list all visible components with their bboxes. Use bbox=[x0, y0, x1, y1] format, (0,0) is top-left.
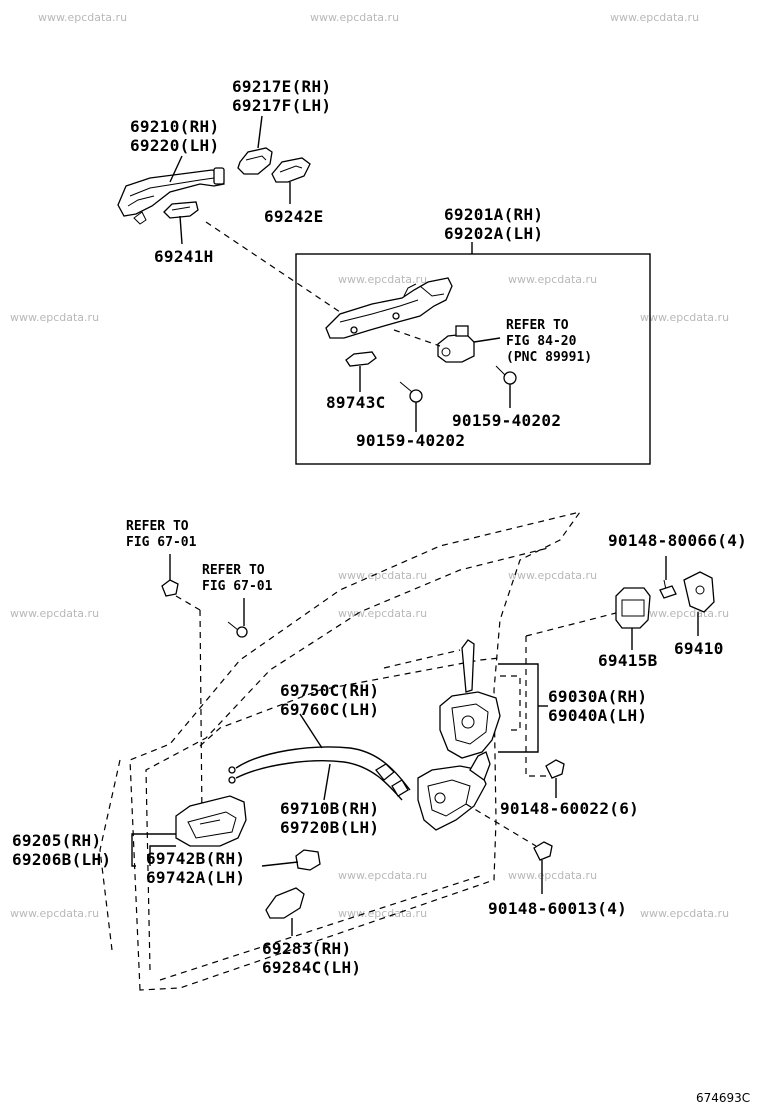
leader-line bbox=[473, 337, 501, 343]
part-label-69283: 69283(RH) bbox=[262, 939, 351, 958]
leader-line bbox=[257, 115, 263, 149]
clip-drawing bbox=[161, 554, 179, 597]
handle-bezel-cap-drawing bbox=[261, 849, 321, 871]
screw-drawing bbox=[659, 556, 677, 599]
refer-note-line1: REFER TO bbox=[202, 563, 265, 578]
part-label-69202a: 69202A(LH) bbox=[444, 224, 543, 243]
part-label-69206b: 69206B(LH) bbox=[12, 850, 111, 869]
diagram-code: 674693C bbox=[696, 1091, 750, 1105]
part-label-69201a: 69201A(RH) bbox=[444, 205, 543, 224]
part-label-69217f: 69217F(LH) bbox=[232, 96, 331, 115]
part-label-69720b: 69720B(LH) bbox=[280, 818, 379, 837]
dashed-leader bbox=[199, 609, 203, 821]
part-label-90148-60022: 90148-60022(6) bbox=[500, 799, 639, 818]
handle-cap-drawing bbox=[237, 147, 273, 175]
screw-drawing bbox=[399, 381, 423, 403]
frame-assembly-box bbox=[295, 253, 651, 465]
watermark: www.epcdata.ru bbox=[338, 607, 427, 620]
screw-drawing bbox=[227, 598, 248, 638]
part-label-69205: 69205(RH) bbox=[12, 831, 101, 850]
handle-frame-drawing bbox=[325, 277, 453, 339]
refer-note-line2: FIG 84-20 bbox=[506, 334, 577, 349]
refer-note-line2: FIG 67-01 bbox=[126, 535, 197, 550]
part-label-69410: 69410 bbox=[674, 639, 724, 658]
striker-drawing bbox=[683, 571, 715, 636]
watermark: www.epcdata.ru bbox=[38, 11, 127, 24]
refer-note-line1: REFER TO bbox=[126, 519, 189, 534]
refer-note-line2: FIG 67-01 bbox=[202, 579, 273, 594]
screw-drawing bbox=[465, 803, 553, 894]
part-label-69415b: 69415B bbox=[598, 651, 658, 670]
part-label-69220: 69220(LH) bbox=[130, 136, 219, 155]
watermark: www.epcdata.ru bbox=[640, 607, 729, 620]
inside-handle-drawing bbox=[175, 795, 247, 847]
handle-pad-front-drawing bbox=[163, 201, 199, 219]
handle-pad-rear-drawing bbox=[271, 157, 311, 183]
part-label-89743c: 89743C bbox=[326, 393, 386, 412]
part-label-90159-right: 90159-40202 bbox=[452, 411, 561, 430]
striker-cover-drawing bbox=[615, 587, 651, 650]
screw-drawing bbox=[545, 759, 565, 798]
refer-note-line3: (PNC 89991) bbox=[506, 350, 592, 365]
part-label-69210: 69210(RH) bbox=[130, 117, 219, 136]
dashed-leader bbox=[205, 221, 341, 313]
screw-drawing bbox=[495, 365, 517, 385]
cable-drawing bbox=[228, 713, 411, 801]
bracket-line bbox=[149, 845, 176, 866]
part-label-69742b: 69742B(RH) bbox=[146, 849, 245, 868]
watermark: www.epcdata.ru bbox=[338, 869, 427, 882]
part-label-69742a: 69742A(LH) bbox=[146, 868, 245, 887]
door-lock-drawing bbox=[417, 639, 501, 831]
watermark: www.epcdata.ru bbox=[338, 273, 427, 286]
bracket-line bbox=[498, 663, 539, 753]
part-label-90148-60013: 90148-60013(4) bbox=[488, 899, 627, 918]
part-label-69030a: 69030A(RH) bbox=[548, 687, 647, 706]
watermark: www.epcdata.ru bbox=[508, 869, 597, 882]
part-label-69284c: 69284C(LH) bbox=[262, 958, 361, 977]
watermark: www.epcdata.ru bbox=[10, 907, 99, 920]
watermark: www.epcdata.ru bbox=[508, 569, 597, 582]
clip-drawing bbox=[345, 351, 377, 367]
part-label-69217e: 69217E(RH) bbox=[232, 77, 331, 96]
watermark: www.epcdata.ru bbox=[310, 11, 399, 24]
part-label-69750c: 69750C(RH) bbox=[280, 681, 379, 700]
bracket-line bbox=[131, 833, 176, 867]
part-label-90148-80066: 90148-80066(4) bbox=[608, 531, 747, 550]
watermark: www.epcdata.ru bbox=[10, 311, 99, 324]
outside-handle-drawing bbox=[117, 167, 225, 225]
part-label-69710b: 69710B(RH) bbox=[280, 799, 379, 818]
watermark: www.epcdata.ru bbox=[338, 569, 427, 582]
door-outline bbox=[99, 511, 621, 991]
watermark: www.epcdata.ru bbox=[640, 311, 729, 324]
refer-note-line1: REFER TO bbox=[506, 318, 569, 333]
part-labels: 69217E(RH) 69217F(LH) 69210(RH) 69220(LH… bbox=[12, 77, 750, 1105]
leader-line bbox=[179, 215, 183, 245]
lock-cylinder-drawing bbox=[437, 325, 475, 363]
pull-handle-drawing bbox=[265, 887, 305, 936]
watermark: www.epcdata.ru bbox=[640, 907, 729, 920]
part-label-69241h: 69241H bbox=[154, 247, 214, 266]
part-label-69040a: 69040A(LH) bbox=[548, 706, 647, 725]
dashed-leader bbox=[500, 675, 521, 731]
dashed-leader bbox=[175, 595, 201, 611]
watermark: www.epcdata.ru bbox=[610, 11, 699, 24]
watermark: www.epcdata.ru bbox=[508, 273, 597, 286]
leader-line bbox=[169, 155, 183, 183]
part-label-69242e: 69242E bbox=[264, 207, 324, 226]
watermark: www.epcdata.ru bbox=[10, 607, 99, 620]
part-label-69760c: 69760C(LH) bbox=[280, 700, 379, 719]
dashed-leader bbox=[525, 636, 552, 777]
part-label-90159-left: 90159-40202 bbox=[356, 431, 465, 450]
watermarks: www.epcdata.ru www.epcdata.ru www.epcdat… bbox=[10, 11, 729, 920]
dashed-leader bbox=[393, 329, 441, 347]
